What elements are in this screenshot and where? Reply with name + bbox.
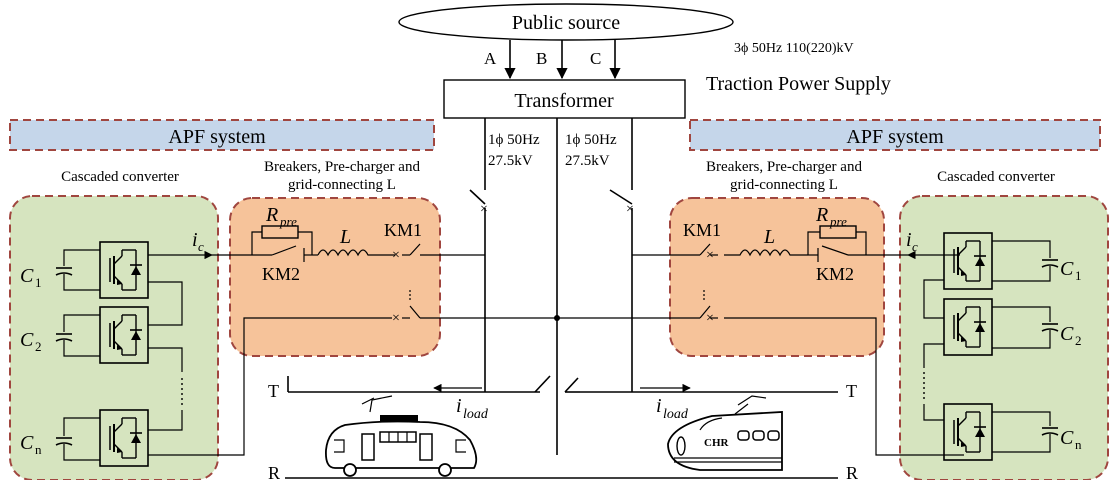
- inductor-left: L: [339, 226, 351, 248]
- feeder-right-line1: 1ϕ 50Hz: [565, 132, 617, 148]
- right-feeder-switch: [609, 189, 633, 205]
- system-title: Traction Power Supply: [706, 73, 891, 95]
- converter-title-right: Cascaded converter: [937, 169, 1055, 185]
- km2-right: KM2: [816, 264, 854, 284]
- phase-b-label: B: [536, 49, 547, 68]
- left-converter-cells: [55, 241, 392, 467]
- catenary-lines: [285, 375, 838, 479]
- cap-right-1-main: C: [1060, 258, 1074, 280]
- ic-right-sub: c: [912, 239, 918, 254]
- public-source-ellipse: [398, 3, 734, 41]
- rpre-left-sub: pre: [279, 214, 297, 229]
- svg-text:×: ×: [706, 248, 714, 263]
- transformer-label: Transformer: [514, 90, 614, 112]
- breaker-title-left-1: Breakers, Pre-charger and: [264, 159, 420, 175]
- svg-text:×: ×: [392, 248, 400, 263]
- cap-left-1-main: C: [20, 265, 34, 287]
- phase-c-label: C: [590, 49, 601, 68]
- apf-banner-right-label: APF system: [846, 126, 944, 148]
- converter-panel-right: [899, 195, 1109, 480]
- iload-left-sub: load: [463, 407, 489, 422]
- iload-left-main: i: [456, 395, 462, 417]
- trolley-label-left: T: [268, 381, 279, 401]
- rpre-right-main: R: [815, 204, 828, 226]
- rpre-left-main: R: [265, 204, 278, 226]
- right-feeder-x: ×: [626, 202, 634, 217]
- ic-left-sub: c: [198, 239, 204, 254]
- transformer-box: [443, 79, 686, 119]
- converter-title-left: Cascaded converter: [61, 169, 179, 185]
- cap-right-1-sub: 1: [1075, 268, 1082, 283]
- km1-right: KM1: [683, 220, 721, 240]
- right-converter-cells: [907, 232, 1059, 461]
- feeder-left-line2: 27.5kV: [488, 153, 533, 169]
- svg-text:×: ×: [392, 311, 400, 326]
- feeder-right-line2: 27.5kV: [565, 153, 610, 169]
- ic-left-main: i: [192, 229, 198, 251]
- train-badge: CHR: [704, 437, 730, 449]
- cap-right-n-main: C: [1060, 427, 1074, 449]
- apf-banner-left: [9, 119, 435, 151]
- svg-text:×: ×: [706, 311, 714, 326]
- left-feeder-x: ×: [480, 202, 488, 217]
- cap-right-2-main: C: [1060, 323, 1074, 345]
- left-breaker-circuit: × ×: [212, 225, 557, 326]
- iload-right-sub: load: [663, 407, 689, 422]
- iload-right-main: i: [656, 395, 662, 417]
- rpre-right-sub: pre: [829, 214, 847, 229]
- cap-right-n-sub: n: [1075, 437, 1082, 452]
- inductor-right: L: [763, 226, 775, 248]
- breaker-title-right-2: grid-connecting L: [730, 177, 838, 193]
- km2-left: KM2: [262, 264, 300, 284]
- rail-label-left: R: [268, 463, 280, 480]
- trolley-label-right: T: [846, 381, 857, 401]
- phase-a-label: A: [484, 49, 497, 68]
- cap-right-2-sub: 2: [1075, 333, 1082, 348]
- right-breaker-circuit: × ×: [557, 225, 964, 456]
- feeder-left-line1: 1ϕ 50Hz: [488, 132, 540, 148]
- breaker-title-right-1: Breakers, Pre-charger and: [706, 159, 862, 175]
- grid-spec: 3ϕ 50Hz 110(220)kV: [734, 41, 854, 56]
- public-source-label: Public source: [512, 12, 620, 34]
- cap-left-2-main: C: [20, 329, 34, 351]
- high-speed-train-icon: CHR: [667, 395, 783, 471]
- cap-left-n-sub: n: [35, 442, 42, 457]
- km1-left: KM1: [384, 220, 422, 240]
- rail-label-right: R: [846, 463, 858, 480]
- tram-icon: [325, 395, 478, 477]
- cap-left-2-sub: 2: [35, 339, 42, 354]
- left-feeder-switch: [469, 189, 486, 205]
- apf-banner-right: [689, 119, 1101, 151]
- apf-banner-left-label: APF system: [168, 126, 266, 148]
- ic-right-main: i: [906, 229, 912, 251]
- cap-left-n-main: C: [20, 432, 34, 454]
- cap-left-1-sub: 1: [35, 275, 42, 290]
- breaker-title-left-2: grid-connecting L: [288, 177, 396, 193]
